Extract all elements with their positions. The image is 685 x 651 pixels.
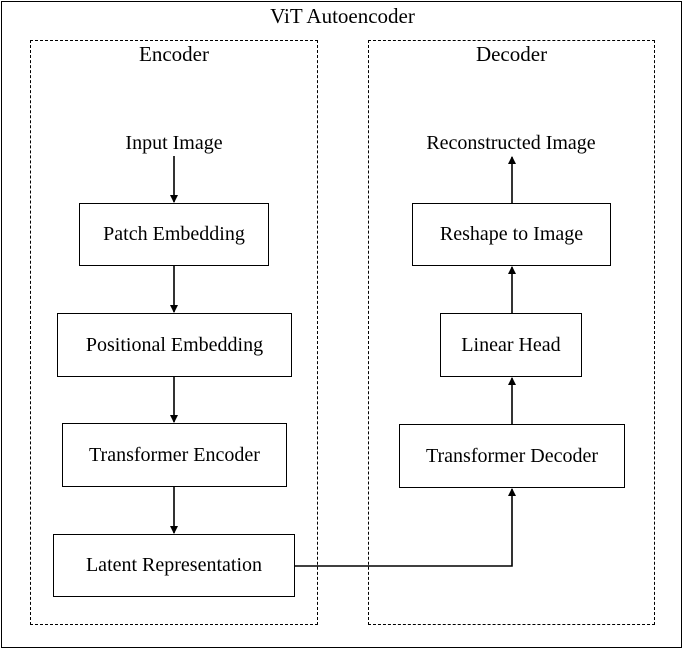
decoder-group xyxy=(368,40,655,625)
latent-representation-node: Latent Representation xyxy=(53,534,295,597)
positional-embedding-node: Positional Embedding xyxy=(57,313,292,377)
patch-embedding-node: Patch Embedding xyxy=(79,203,269,266)
transformer-encoder-node: Transformer Encoder xyxy=(62,423,287,487)
input-image-label: Input Image xyxy=(125,132,223,154)
transformer-decoder-node: Transformer Decoder xyxy=(399,424,625,488)
diagram-title: ViT Autoencoder xyxy=(270,4,415,28)
reconstructed-image-label: Reconstructed Image xyxy=(426,132,596,154)
encoder-label: Encoder xyxy=(139,42,209,66)
reshape-to-image-node: Reshape to Image xyxy=(412,203,611,266)
encoder-group xyxy=(30,40,318,625)
linear-head-node: Linear Head xyxy=(440,313,582,377)
decoder-label: Decoder xyxy=(475,42,548,66)
